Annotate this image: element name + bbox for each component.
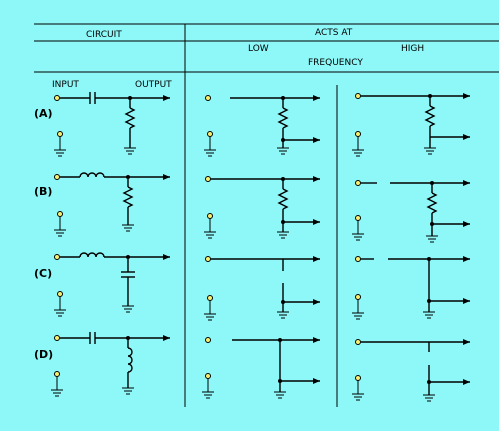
row-b-circuit [54, 172, 170, 236]
row-c-low [204, 256, 320, 321]
row-label-c: (C) [34, 267, 52, 280]
inductor-symbol [127, 347, 133, 373]
header-low: LOW [248, 44, 269, 54]
row-d-circuit [51, 332, 170, 396]
header-frequency: FREQUENCY [308, 58, 363, 68]
row-label-d: (D) [34, 348, 53, 361]
table-grid [34, 23, 499, 407]
row-a-circuit [54, 92, 170, 156]
inductor-symbol [79, 172, 105, 178]
row-c-circuit [54, 252, 170, 316]
ground-terminal [54, 132, 66, 157]
row-a-low [204, 95, 320, 157]
row-a-high [352, 93, 470, 157]
header-high: HIGH [401, 44, 424, 54]
row-c-high [352, 256, 470, 320]
row-d-low [202, 337, 320, 399]
input-terminal [54, 95, 60, 101]
row-label-a: (A) [34, 107, 53, 120]
output-label: OUTPUT [135, 80, 172, 90]
row-d-high [352, 339, 470, 402]
row-b-low [204, 176, 320, 239]
row-label-b: (B) [34, 185, 52, 198]
input-label: INPUT [52, 80, 79, 90]
header-acts-at: ACTS AT [315, 28, 353, 38]
resistor-symbol [124, 107, 136, 129]
row-b-high [352, 180, 470, 243]
header-circuit: CIRCUIT [86, 30, 122, 40]
